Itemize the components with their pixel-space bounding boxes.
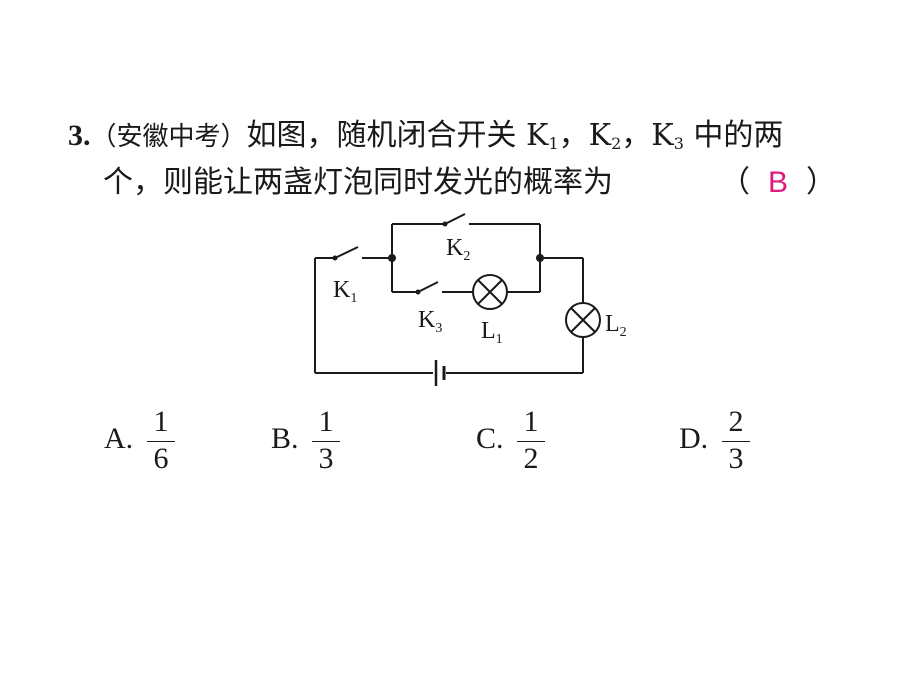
option-b-denominator: 3 <box>318 442 334 475</box>
option-d-numerator: 2 <box>728 405 744 438</box>
switch-k1-pivot <box>332 255 338 261</box>
question-source: （安徽中考） <box>90 122 247 152</box>
label-l1: L1 <box>481 318 503 347</box>
question-stem-a: 如图，随机闭合开关 K <box>246 118 549 153</box>
switch-k1-blade <box>334 246 359 259</box>
question-line-1: 3.（安徽中考）如图，随机闭合开关 K1，K2，K3 中的两 <box>68 116 783 164</box>
option-a-numerator: 1 <box>153 405 169 438</box>
lamp-l1-cross-b <box>477 279 503 305</box>
answer-letter: B <box>768 166 789 199</box>
switch-k3-pivot <box>415 289 421 295</box>
label-k2: K2 <box>446 235 470 264</box>
option-c-letter: C. <box>476 422 504 455</box>
junction-right <box>536 254 544 262</box>
answer-paren-close: ） <box>806 165 837 200</box>
label-l2: L2 <box>605 311 627 340</box>
option-a-denominator: 6 <box>153 442 169 475</box>
option-a-letter: A. <box>104 422 134 455</box>
label-k3: K3 <box>418 307 442 336</box>
option-d-fraction: 2 3 <box>722 407 750 474</box>
option-b-numerator: 1 <box>318 405 334 438</box>
lamp-l1-icon <box>472 274 508 310</box>
switch-k3-blade <box>417 281 439 293</box>
question-number: 3. <box>68 119 91 152</box>
question-line-2: 个，则能让两盏灯泡同时发光的概率为 <box>103 163 613 203</box>
answer-bracket: （ B ） <box>720 163 836 203</box>
option-d-letter: D. <box>679 422 709 455</box>
k3-subscript: 3 <box>673 134 684 153</box>
option-c-denominator: 2 <box>523 442 539 475</box>
lamp-l2-icon <box>565 302 601 338</box>
separator-2: ，K <box>621 118 674 153</box>
lamp-l2-cross-b <box>570 307 596 333</box>
switch-k2-pivot <box>442 221 448 227</box>
option-a-fraction: 1 6 <box>147 407 175 474</box>
option-b-letter: B. <box>271 422 299 455</box>
question-stem-b: 中的两 <box>683 118 784 153</box>
option-d-denominator: 3 <box>728 442 744 475</box>
switch-k2-blade <box>444 213 466 225</box>
option-c-numerator: 1 <box>523 405 539 438</box>
separator-1: ，K <box>558 118 612 153</box>
option-c-fraction: 1 2 <box>517 407 545 474</box>
question-stem-line-2: 个，则能让两盏灯泡同时发光的概率为 <box>103 165 613 200</box>
k2-subscript: 2 <box>611 134 622 153</box>
k1-subscript: 1 <box>548 134 559 153</box>
junction-left <box>388 254 396 262</box>
label-k1: K1 <box>333 277 357 306</box>
answer-paren-open: （ <box>720 165 750 200</box>
option-b-fraction: 1 3 <box>312 407 340 474</box>
